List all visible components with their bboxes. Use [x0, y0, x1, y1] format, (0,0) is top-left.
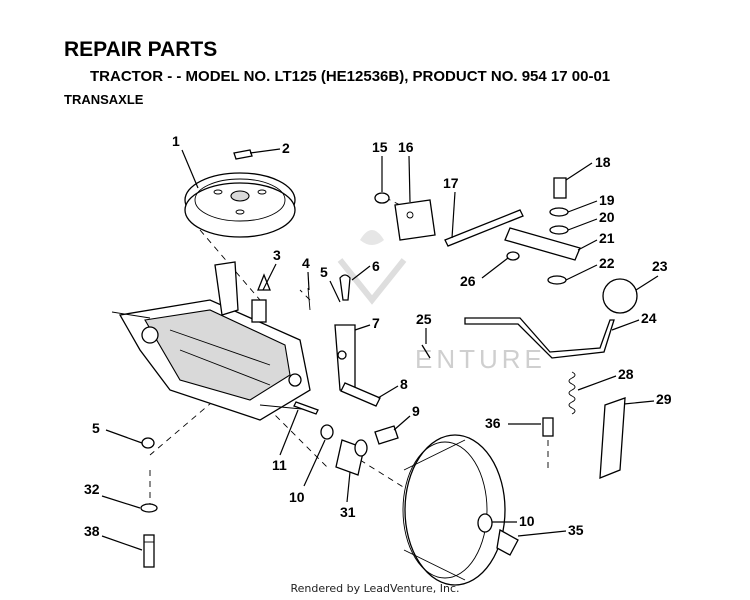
callout-28: 28: [618, 366, 634, 382]
callout-20: 20: [599, 209, 615, 225]
knob-part: [602, 278, 638, 314]
callout-32: 32: [84, 481, 100, 497]
transaxle-housing-part: [111, 261, 313, 421]
footer-credit: Rendered by LeadVenture, Inc.: [290, 582, 460, 595]
callout-21: 21: [599, 230, 615, 246]
callout-17: 17: [443, 175, 459, 191]
callout-7: 7: [372, 315, 380, 331]
wheel-tire-part: [402, 434, 519, 586]
callout-8: 8: [400, 376, 408, 392]
pulley-part: [184, 172, 296, 238]
page-title: REPAIR PARTS: [64, 38, 218, 61]
key-part: [233, 149, 253, 160]
callout-36: 36: [485, 415, 501, 431]
pin-part: [307, 287, 311, 311]
callout-19: 19: [599, 192, 615, 208]
spring-bracket-parts: [542, 371, 626, 479]
leadventure-watermark: ENTURE: [337, 230, 546, 374]
callout-1: 1: [172, 133, 180, 149]
callout-22: 22: [599, 255, 615, 271]
callout-9: 9: [412, 403, 420, 419]
callout-4: 4: [302, 255, 310, 271]
callout-18: 18: [595, 154, 611, 170]
callout-10-right: 10: [519, 513, 535, 529]
bracket-bolt-parts: [141, 274, 381, 449]
callout-29: 29: [656, 391, 672, 407]
callout-3: 3: [273, 247, 281, 263]
callout-24: 24: [641, 310, 657, 326]
callout-5-upper: 5: [320, 264, 328, 280]
callout-38: 38: [84, 523, 100, 539]
callout-35: 35: [568, 522, 584, 538]
axle-spacer-parts: [293, 401, 399, 476]
callout-6: 6: [372, 258, 380, 274]
watermark-text: ENTURE: [415, 344, 546, 374]
callout-5-lower: 5: [92, 420, 100, 436]
bottom-bolt-parts: [140, 503, 158, 568]
callout-10-left: 10: [289, 489, 305, 505]
shift-lever-part: [464, 317, 615, 359]
callout-23: 23: [652, 258, 668, 274]
cotter-pin-part: [421, 344, 431, 359]
callout-11: 11: [272, 457, 287, 473]
callout-25: 25: [416, 311, 432, 327]
upper-bracket-parts: [374, 192, 436, 241]
control-rod-parts: [444, 177, 581, 285]
callout-26: 26: [460, 273, 476, 289]
callout-16: 16: [398, 139, 414, 155]
model-subtitle: TRACTOR - - MODEL NO. LT125 (HE12536B), …: [90, 68, 611, 85]
section-title: TRANSAXLE: [64, 92, 144, 107]
callout-labels: 1 2 3 4 5 6 7 8 9 5 11 10 31 15: [84, 133, 672, 551]
callout-2: 2: [282, 140, 290, 156]
callout-31: 31: [340, 504, 356, 520]
callout-15: 15: [372, 139, 388, 155]
